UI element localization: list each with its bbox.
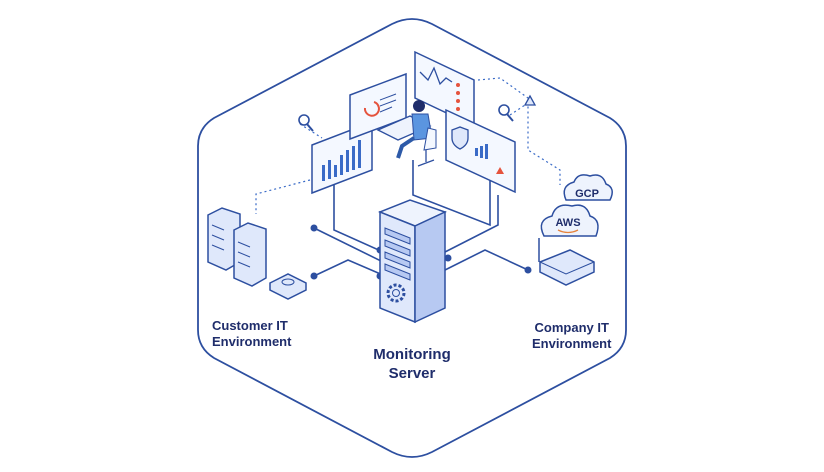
network-device bbox=[269, 273, 307, 300]
router bbox=[538, 238, 595, 286]
aws-cloud: AWS bbox=[540, 204, 599, 237]
gear-icon bbox=[386, 283, 406, 303]
monitoring-server bbox=[377, 199, 448, 324]
gcp-cloud: GCP bbox=[563, 174, 613, 201]
svg-text:AWS: AWS bbox=[555, 217, 580, 229]
dashboard-security bbox=[445, 108, 516, 194]
customer-server-racks bbox=[207, 207, 267, 287]
hexagon-frame bbox=[197, 18, 627, 458]
dashboard-bar-chart bbox=[311, 120, 373, 195]
warning-icon bbox=[523, 94, 537, 106]
operator-at-desk bbox=[376, 100, 437, 167]
magnifier-icon bbox=[498, 104, 514, 122]
magnifier-icon bbox=[298, 114, 314, 132]
svg-text:GCP: GCP bbox=[575, 188, 599, 200]
